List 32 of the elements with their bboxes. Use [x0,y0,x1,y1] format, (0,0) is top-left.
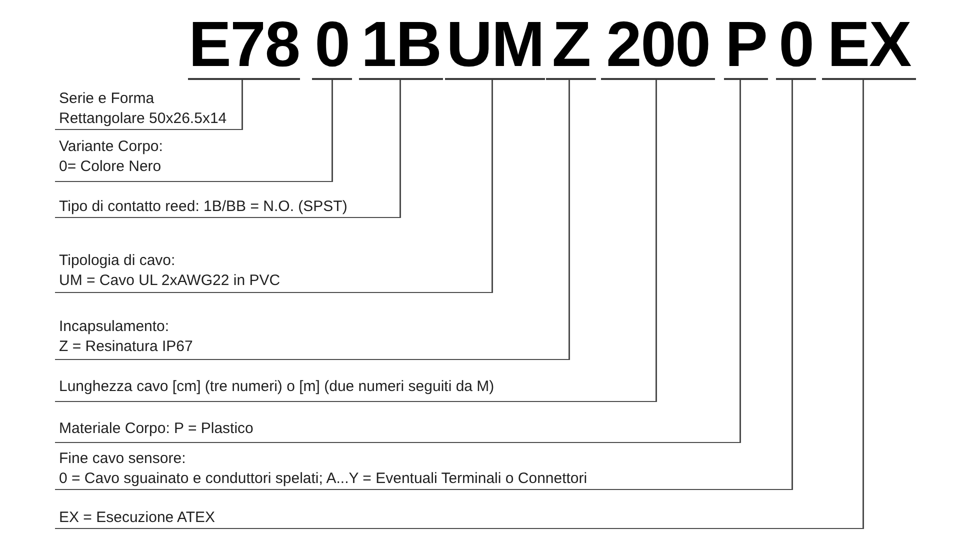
code-label: UM [446,19,544,69]
code-label: 200 [606,19,710,69]
description-heading: Variante Corpo: [59,137,163,157]
leader-line [242,80,243,130]
leader-line [792,80,793,490]
leader-line [656,80,657,402]
code-label: P [725,19,767,69]
leader-line [862,80,864,528]
description-heading: Fine cavo sensore: [59,449,186,469]
description-heading: Incapsulamento: [59,317,170,337]
code-label: EX [827,19,911,69]
description-text: 0= Colore Nero [59,157,162,177]
code-label: 1B [361,19,441,69]
description-heading: Serie e Forma [59,89,154,109]
code-label: E78 [188,19,300,69]
description-text: 0 = Cavo sguainato e conduttori spelati; A...Y = Eventuali Terminali o Connettori [59,469,588,489]
code-label: 0 [778,19,814,69]
leader-line [740,80,741,442]
description-text: Z = Resinatura IP67 [59,337,193,357]
leader-line [400,80,401,218]
description-heading: Tipologia di cavo: [59,251,176,271]
description-text: EX = Esecuzione ATEX [59,508,216,528]
description-text: UM = Cavo UL 2xAWG22 in PVC [59,271,280,291]
leader-line [492,80,493,292]
description-text: Rettangolare 50x26.5x14 [59,109,227,129]
description-text: Lunghezza cavo [cm] (tre numeri) o [m] (due numeri seguiti da M) [59,377,494,397]
code-label: 0 [314,19,350,69]
description-text: Materiale Corpo: P = Plastico [59,419,254,439]
description-text: Tipo di contatto reed: 1B/BB = N.O. (SPST) [59,197,348,217]
leader-line [332,80,333,182]
code-label: Z [552,19,590,69]
leader-line [568,80,570,360]
